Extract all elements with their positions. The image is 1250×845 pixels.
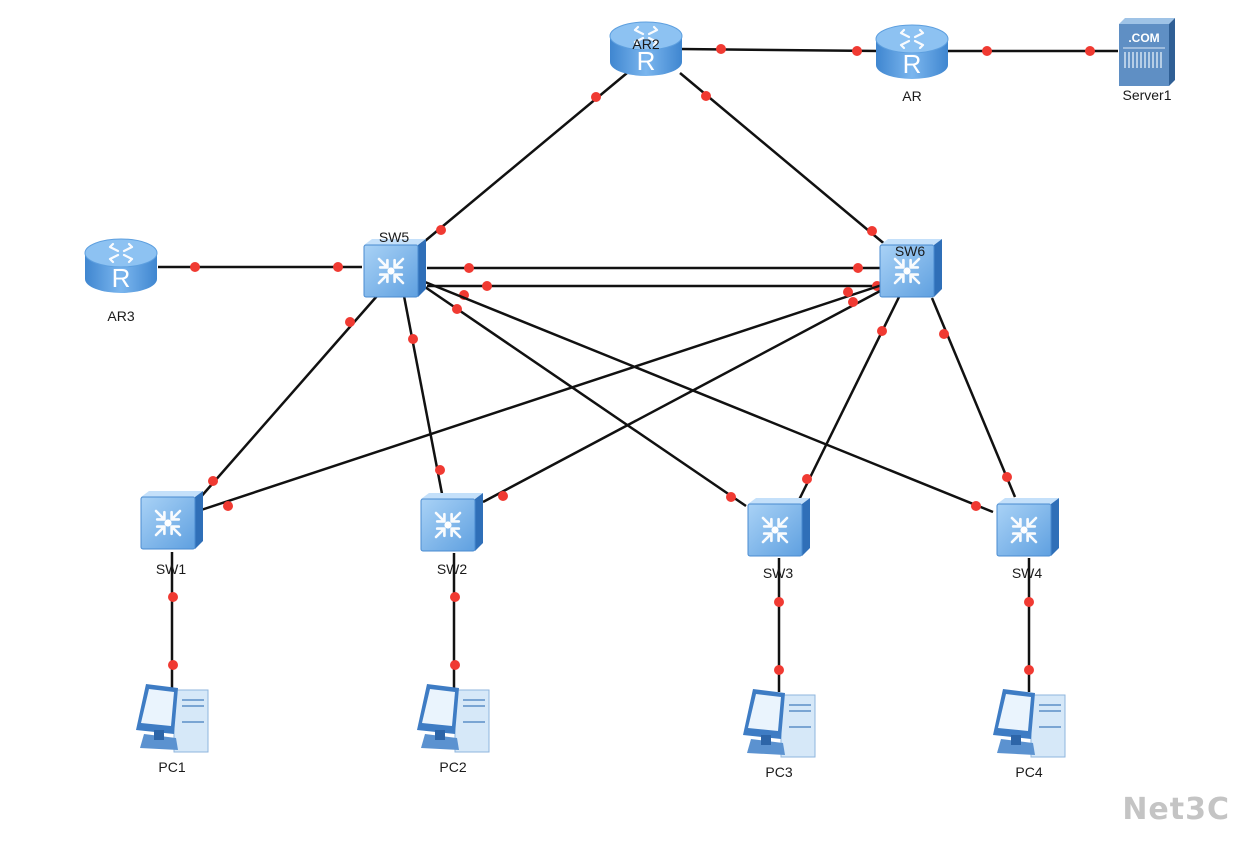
pc-icon <box>132 682 212 763</box>
port-dot-pc4 <box>1024 665 1034 675</box>
link-sw6-sw4[interactable] <box>930 297 1017 498</box>
port-dot-sw4 <box>971 501 981 511</box>
port-dot-sw4 <box>1024 597 1034 607</box>
port-dot-sw4 <box>1002 472 1012 482</box>
device-label-sw1: SW1 <box>155 561 187 577</box>
device-label-ar2: AR2 <box>632 36 660 52</box>
pc-icon <box>739 687 819 768</box>
port-dot-sw5 <box>436 225 446 235</box>
port-dot-ar2 <box>716 44 726 54</box>
port-dot-sw5 <box>464 263 474 273</box>
device-label-server1: Server1 <box>1122 87 1172 103</box>
port-dot-sw5 <box>482 281 492 291</box>
device-pc4[interactable] <box>989 687 1069 763</box>
port-dot-sw5 <box>345 317 355 327</box>
switch-icon <box>744 496 812 563</box>
switch-icon <box>360 237 428 304</box>
port-dot-ar <box>982 46 992 56</box>
svg-text:R: R <box>637 46 656 76</box>
device-label-pc4: PC4 <box>1015 764 1043 780</box>
pc-icon <box>989 687 1069 768</box>
port-dot-ar <box>852 46 862 56</box>
watermark-logo: Net3C <box>1122 792 1230 827</box>
port-dot-ar2 <box>591 92 601 102</box>
device-label-sw6: SW6 <box>894 243 926 259</box>
device-label-sw2: SW2 <box>436 561 468 577</box>
device-sw6[interactable] <box>876 237 944 299</box>
device-sw4[interactable] <box>993 496 1061 558</box>
svg-text:.COM: .COM <box>1128 31 1159 45</box>
switch-icon <box>137 489 205 556</box>
device-label-ar3: AR3 <box>107 308 135 324</box>
link-ar2-sw5[interactable] <box>418 72 628 247</box>
device-label-sw5: SW5 <box>378 229 410 245</box>
port-dot-sw1 <box>223 501 233 511</box>
link-sw5-sw2[interactable] <box>402 295 445 500</box>
svg-text:R: R <box>112 263 131 293</box>
device-sw5[interactable] <box>360 237 428 299</box>
switch-icon <box>876 237 944 304</box>
device-sw3[interactable] <box>744 496 812 558</box>
device-sw1[interactable] <box>137 489 205 551</box>
port-dot-pc2 <box>450 660 460 670</box>
router-icon: R <box>874 21 950 88</box>
device-pc1[interactable] <box>132 682 212 758</box>
device-ar2[interactable]: R <box>608 18 684 80</box>
port-dot-sw6 <box>877 326 887 336</box>
port-dot-sw2 <box>498 491 508 501</box>
port-dot-pc3 <box>774 665 784 675</box>
device-label-pc3: PC3 <box>765 764 793 780</box>
port-dot-pc1 <box>168 660 178 670</box>
router-icon: R <box>608 18 684 85</box>
device-label-pc1: PC1 <box>158 759 186 775</box>
link-sw5-sw1[interactable] <box>198 295 378 500</box>
link-sw5-sw3[interactable] <box>424 285 747 508</box>
device-ar3[interactable]: R <box>83 235 159 297</box>
port-dot-sw6 <box>867 226 877 236</box>
port-dot-sw2 <box>450 592 460 602</box>
device-label-sw4: SW4 <box>1011 565 1043 581</box>
port-dot-sw6 <box>939 329 949 339</box>
pc-icon <box>413 682 493 763</box>
port-dot-server1 <box>1085 46 1095 56</box>
port-dot-sw1 <box>208 476 218 486</box>
port-dot-sw6 <box>848 297 858 307</box>
port-dot-sw6 <box>843 287 853 297</box>
link-sw6-sw1[interactable] <box>200 283 883 512</box>
link-ar2-sw6[interactable] <box>679 72 888 247</box>
port-dot-sw5 <box>333 262 343 272</box>
port-dot-sw1 <box>168 592 178 602</box>
switch-icon <box>417 491 485 558</box>
device-server1[interactable]: .COM <box>1115 16 1179 88</box>
port-dot-sw5 <box>408 334 418 344</box>
svg-text:R: R <box>903 49 922 79</box>
link-sw5-sw4[interactable] <box>424 280 994 514</box>
port-dot-ar3 <box>190 262 200 272</box>
device-sw2[interactable] <box>417 491 485 553</box>
link-sw6-sw2[interactable] <box>482 288 883 504</box>
port-dot-sw2 <box>435 465 445 475</box>
device-pc2[interactable] <box>413 682 493 758</box>
device-label-ar: AR <box>902 88 922 104</box>
link-ar2-ar[interactable] <box>679 47 881 53</box>
port-dot-sw3 <box>726 492 736 502</box>
port-dot-sw3 <box>802 474 812 484</box>
port-dot-sw5 <box>452 304 462 314</box>
server-icon: .COM <box>1115 16 1179 93</box>
port-dot-sw6 <box>853 263 863 273</box>
switch-icon <box>993 496 1061 563</box>
port-dot-ar2 <box>701 91 711 101</box>
device-pc3[interactable] <box>739 687 819 763</box>
device-ar[interactable]: R <box>874 21 950 83</box>
port-dot-sw3 <box>774 597 784 607</box>
router-icon: R <box>83 235 159 302</box>
device-label-pc2: PC2 <box>439 759 467 775</box>
device-label-sw3: SW3 <box>762 565 794 581</box>
